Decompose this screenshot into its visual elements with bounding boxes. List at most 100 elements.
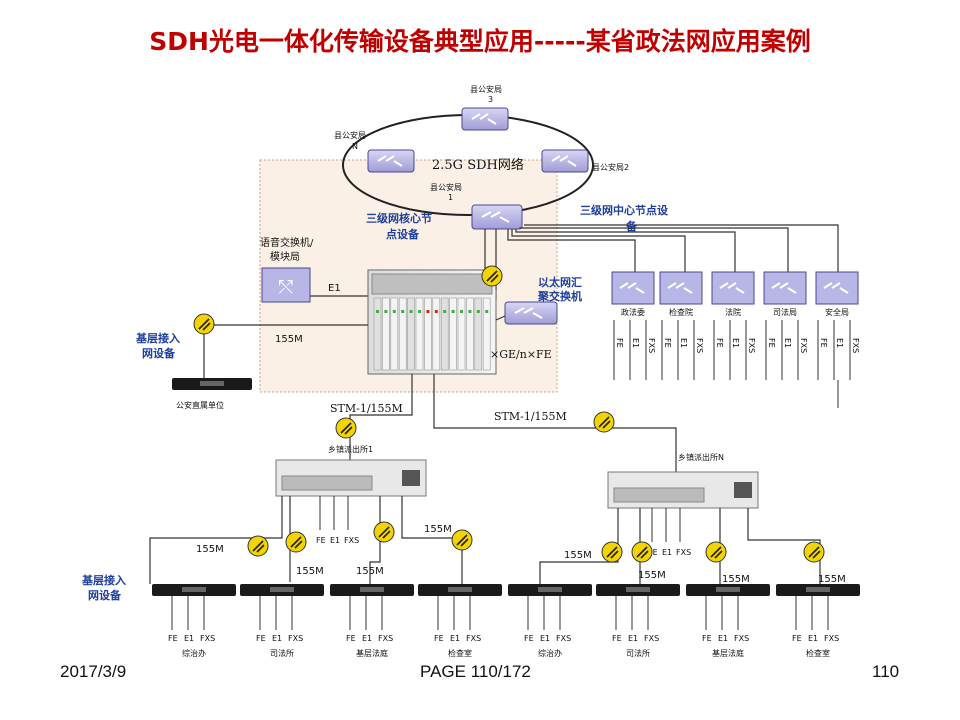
access-unit xyxy=(152,584,236,596)
unit-port-label: FE xyxy=(612,634,622,643)
center-device xyxy=(659,271,703,305)
access-unit xyxy=(776,584,860,596)
link-155-label: 155M xyxy=(818,574,846,585)
stm-right-label: STM-1/155M xyxy=(494,410,567,423)
unit-port-label: E1 xyxy=(272,634,282,643)
access-unit-label: 司法所 xyxy=(626,648,650,658)
access-link xyxy=(539,508,619,584)
node-left-label-2: N xyxy=(352,142,358,151)
access-bottom-label-1: 基层接入 xyxy=(81,573,126,587)
footer-number: 110 xyxy=(872,662,900,681)
port-label: E1 xyxy=(783,338,792,348)
port-label: FXS xyxy=(799,338,808,353)
access-device-top xyxy=(172,378,252,390)
unit-port-label: FXS xyxy=(378,634,393,643)
unit-port-label: E1 xyxy=(184,634,194,643)
unit-port-label: FE xyxy=(346,634,356,643)
station-port-label: E1 xyxy=(662,548,672,557)
access-unit xyxy=(418,584,502,596)
modem-icon xyxy=(803,541,825,563)
footer-page: PAGE 110/172 xyxy=(420,662,531,681)
node-left-label-1: 县公安局 xyxy=(334,130,366,140)
center-node-label-1: 三级网中心节点设 xyxy=(580,203,669,217)
link-155-label: 155M xyxy=(564,550,592,561)
unit-port-label: FXS xyxy=(734,634,749,643)
unit-port-label: FE xyxy=(524,634,534,643)
access-unit-label: 检查室 xyxy=(448,648,472,658)
access-unit-label: 司法所 xyxy=(270,648,294,658)
station-port-label: FXS xyxy=(676,548,691,557)
voice-switch-device: ⤲ xyxy=(261,267,311,303)
e1-label: E1 xyxy=(328,283,341,294)
access-unit-label: 综治办 xyxy=(182,648,206,658)
center-node-links xyxy=(484,224,839,300)
port-label: E1 xyxy=(679,338,688,348)
link-155-label: 155M xyxy=(424,524,452,535)
port-label: E1 xyxy=(631,338,640,348)
footer-date: 2017/3/9 xyxy=(60,662,127,681)
voice-switch-label-1: 语音交换机/ xyxy=(260,236,314,249)
station-port-label: FE xyxy=(316,536,326,545)
core-node-label-2: 点设备 xyxy=(386,227,420,241)
unit-port-label: FXS xyxy=(556,634,571,643)
page-title: SDH光电一体化传输设备典型应用-----某省政法网应用案例 xyxy=(149,27,811,56)
center-device-label: 司法局 xyxy=(773,307,797,317)
router-core-node xyxy=(471,204,523,230)
port-label: E1 xyxy=(835,338,844,348)
router-county-3 xyxy=(461,107,509,131)
router-county-2 xyxy=(541,149,589,173)
port-label: FXS xyxy=(747,338,756,353)
access-link xyxy=(401,496,463,584)
link-155-label: 155M xyxy=(356,566,384,577)
station-port-label: FE xyxy=(648,548,658,557)
router-county-n xyxy=(367,149,415,173)
port-label: E1 xyxy=(731,338,740,348)
link-155-label: 155M xyxy=(638,570,666,581)
access-unit xyxy=(240,584,324,596)
unit-port-label: E1 xyxy=(628,634,638,643)
access-bottom-label-2: 网设备 xyxy=(88,588,122,602)
access-link xyxy=(747,508,821,584)
unit-port-label: E1 xyxy=(362,634,372,643)
access-unit xyxy=(596,584,680,596)
access-unit-label: 综治办 xyxy=(538,648,562,658)
port-label: FXS xyxy=(851,338,860,353)
sdh-core-chassis xyxy=(367,269,497,375)
center-node-label-2: 备 xyxy=(625,219,638,233)
core-node-label-1: 三级网核心节 xyxy=(366,211,432,225)
port-label: FE xyxy=(819,338,828,348)
unit-port-label: FE xyxy=(792,634,802,643)
access-unit-label: 检查室 xyxy=(806,648,830,658)
station-n-label: 乡镇派出所N xyxy=(678,452,724,462)
port-label: FE xyxy=(663,338,672,348)
link-155-label: 155M xyxy=(296,566,324,577)
modem-icon xyxy=(631,541,653,563)
port-label: FXS xyxy=(695,338,704,353)
access-unit-label: 基层法庭 xyxy=(712,648,744,658)
station-1-label: 乡镇派出所1 xyxy=(328,444,373,454)
node-top-label-2: 3 xyxy=(488,95,493,104)
stm-left-label: STM-1/155M xyxy=(330,402,403,415)
station-port-label: E1 xyxy=(330,536,340,545)
unit-port-label: FXS xyxy=(466,634,481,643)
unit-port-label: FE xyxy=(256,634,266,643)
unit-port-label: FE xyxy=(168,634,178,643)
eth-switch-label-2: 聚交换机 xyxy=(537,289,582,303)
unit-port-label: FXS xyxy=(824,634,839,643)
modem-icon xyxy=(601,541,623,563)
modem-icon xyxy=(481,265,503,287)
unit-port-label: E1 xyxy=(450,634,460,643)
modem-icon xyxy=(247,535,269,557)
station-1-chassis xyxy=(275,459,427,497)
access-unit xyxy=(330,584,414,596)
modem-icon xyxy=(593,411,615,433)
port-label: FE xyxy=(767,338,776,348)
unit-port-label: E1 xyxy=(540,634,550,643)
unit-port-label: FXS xyxy=(200,634,215,643)
center-device-label: 安全局 xyxy=(825,307,849,317)
modem-icon xyxy=(285,531,307,553)
modem-icon xyxy=(451,529,473,551)
center-device-label: 政法委 xyxy=(621,307,645,317)
access-top-label-1: 基层接入 xyxy=(135,331,180,345)
